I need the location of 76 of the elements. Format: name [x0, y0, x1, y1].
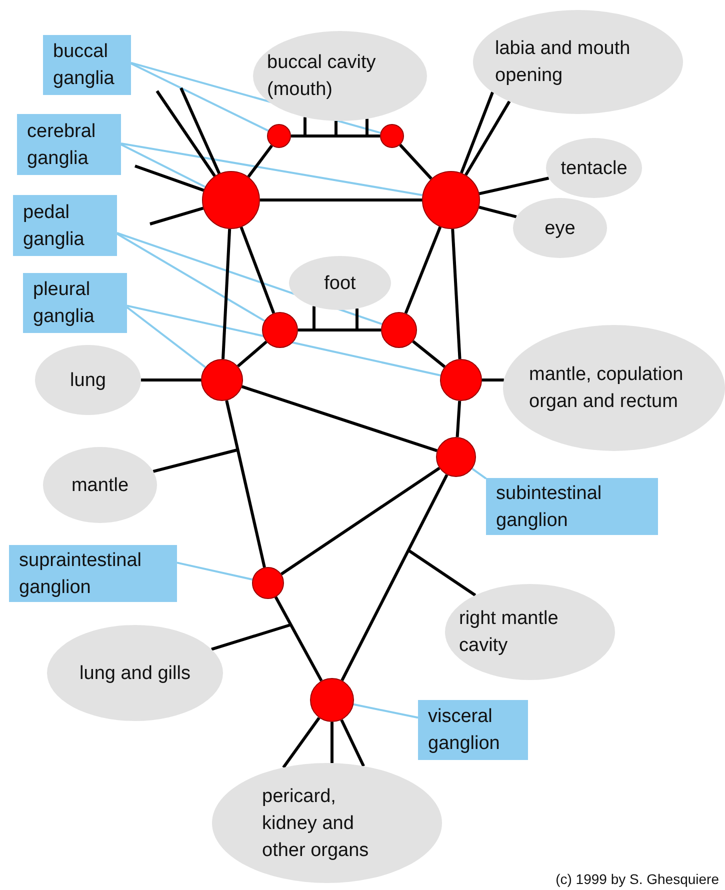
nerve-line	[407, 548, 476, 596]
nerve-line	[464, 100, 511, 176]
ganglion-circle	[310, 678, 354, 722]
callout-label: visceral ganglion	[418, 700, 528, 760]
organ-ellipse: lung and gills	[47, 625, 223, 721]
leader-line	[120, 142, 423, 196]
nerve-line	[482, 378, 504, 382]
copyright-note: (c) 1999 by S. Ghesquiere	[556, 870, 719, 888]
leader-line	[130, 62, 269, 132]
nerve-line	[141, 378, 201, 382]
nerve-line	[240, 226, 276, 314]
ganglion-circle	[267, 124, 291, 148]
nerve-line	[222, 228, 232, 360]
organ-ellipse: labia and mouth opening	[473, 10, 683, 114]
nerve-line	[274, 596, 323, 682]
organ-ellipse: tentacle	[546, 138, 642, 198]
leader-line	[126, 306, 206, 368]
nerve-line	[291, 134, 380, 138]
nerve-line	[134, 164, 204, 192]
nerve-line	[260, 198, 422, 202]
nerve-line	[236, 340, 268, 368]
ganglion-circle	[381, 312, 417, 348]
callout-label: pleural ganglia	[23, 273, 127, 333]
nerve-line	[211, 624, 290, 651]
leader-line	[472, 468, 487, 480]
nerve-line	[356, 308, 358, 330]
organ-ellipse: mantle	[43, 447, 157, 523]
nerve-line	[451, 228, 462, 360]
ganglion-circle	[380, 124, 404, 148]
organ-ellipse: eye	[513, 198, 607, 258]
nerve-line	[340, 719, 365, 767]
organ-ellipse: right mantle cavity	[445, 584, 615, 680]
organ-ellipse: pericard, kidney and other organs	[212, 763, 442, 883]
nerve-line	[312, 306, 316, 330]
ganglion-circle	[252, 567, 284, 599]
leader-line	[176, 562, 253, 580]
nerve-line	[304, 117, 306, 136]
nerve-line	[298, 328, 381, 332]
nerve-line	[247, 144, 273, 178]
nerve-line	[150, 206, 204, 226]
nerve-line	[180, 87, 221, 174]
ganglion-circle	[436, 437, 476, 477]
nerve-line	[404, 226, 442, 314]
callout-label: buccal ganglia	[43, 35, 131, 95]
nerve-line	[460, 92, 494, 174]
callout-label: supraintestinal ganglion	[9, 545, 177, 602]
leader-line	[116, 232, 265, 322]
nerve-line	[225, 400, 266, 568]
leader-line	[120, 144, 206, 188]
organ-ellipse: foot	[289, 256, 391, 310]
nerve-line	[366, 118, 368, 136]
nerve-line	[330, 722, 334, 764]
ganglion-circle	[440, 359, 482, 401]
nerve-line	[340, 474, 448, 682]
nerve-line	[399, 144, 432, 180]
nerve-line	[280, 466, 440, 576]
nerve-line	[152, 448, 238, 473]
ganglion-circle	[422, 171, 480, 229]
nerve-line	[156, 90, 216, 177]
leader-line	[353, 703, 418, 719]
leader-line	[126, 304, 441, 376]
callout-label: subintestinal ganglion	[486, 478, 658, 535]
nerve-line	[282, 717, 320, 768]
ganglion-circle	[201, 359, 243, 401]
callout-label: cerebral ganglia	[17, 114, 121, 175]
ganglion-circle	[262, 312, 298, 348]
nerve-line	[241, 385, 438, 452]
organ-ellipse: buccal cavity (mouth)	[253, 31, 427, 121]
organ-ellipse: lung	[35, 345, 141, 415]
organ-ellipse: mantle, copulation organ and rectum	[503, 325, 725, 451]
nerve-line	[412, 340, 446, 368]
nerve-line	[478, 176, 550, 196]
nerve-line	[456, 400, 462, 438]
callout-label: pedal ganglia	[13, 195, 117, 256]
nerve-line	[478, 206, 517, 218]
nerve-line	[334, 121, 338, 136]
